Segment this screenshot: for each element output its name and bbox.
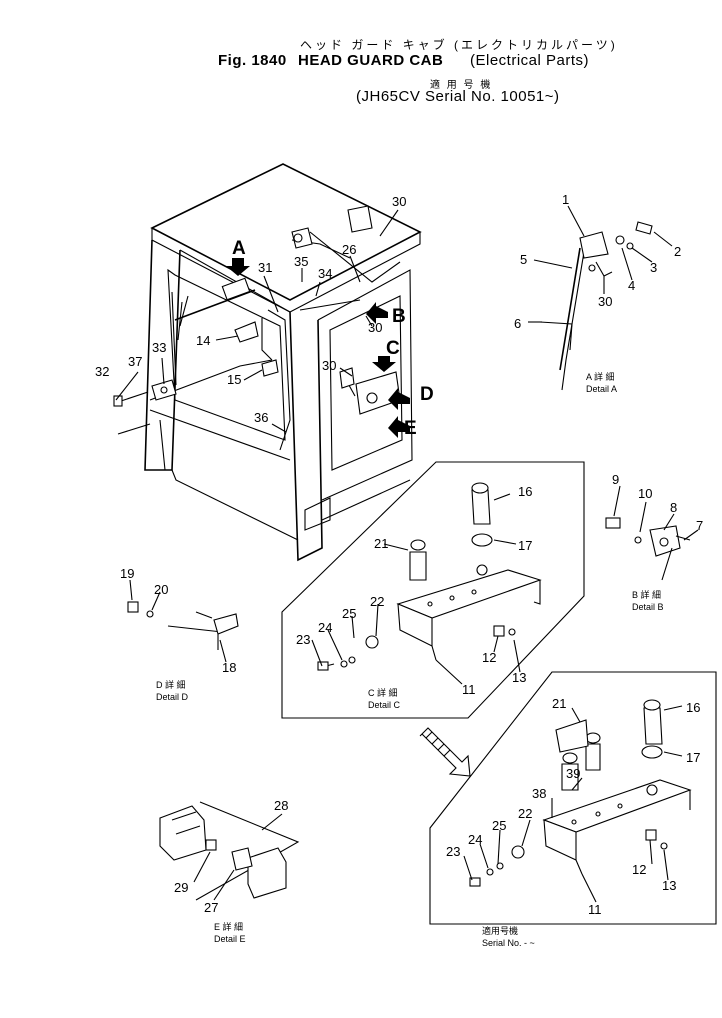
serial-callout-16: 16	[686, 700, 700, 715]
detail-b-callout-7: 7	[696, 518, 703, 533]
detail-c-callout-23: 23	[296, 632, 310, 647]
detail-c-callout-25: 25	[342, 606, 356, 621]
callout-26: 26	[342, 242, 356, 257]
detail-a-callout-1: 1	[562, 192, 569, 207]
detail-e-frame	[195, 801, 300, 901]
model-serial: (JH65CV Serial No. 10051~)	[356, 88, 560, 105]
bulb-15	[261, 359, 279, 377]
wiring-harness	[149, 231, 401, 451]
serial-callout-38: 38	[532, 786, 546, 801]
detail-a-callout-4: 4	[628, 278, 635, 293]
detail-e-callout-29: 29	[174, 880, 188, 895]
detail-c-frame	[281, 461, 585, 719]
serial-label: Serial No. - ~	[482, 938, 535, 948]
serial-callout-24: 24	[468, 832, 482, 847]
detail-letter-e: E	[404, 418, 417, 439]
callout-14: 14	[196, 333, 210, 348]
detail-c-callout-22: 22	[370, 594, 384, 609]
serial-detail-frame	[429, 671, 717, 925]
callout-34: 34	[318, 266, 332, 281]
serial-callout-12: 12	[632, 862, 646, 877]
detail-d-label: Detail D	[156, 692, 189, 702]
detail-b-label: Detail B	[632, 602, 664, 612]
detail-b-switch	[605, 485, 699, 581]
work-lamps	[291, 205, 373, 249]
callout-36: 32	[95, 364, 109, 379]
detail-letter-a: A	[232, 238, 246, 259]
detail-a-callout-2: 2	[674, 244, 681, 259]
figure-number: Fig. 1840	[218, 52, 287, 69]
detail-a-callout-6: 6	[514, 316, 521, 331]
striped-arrow	[419, 727, 471, 777]
serial-callout-25: 25	[492, 818, 506, 833]
detail-c-label: Detail C	[368, 700, 401, 710]
detail-d-callout-18: 18	[222, 660, 236, 675]
callout-35: 35	[294, 254, 308, 269]
detail-c-callout-21: 21	[374, 536, 388, 551]
serial-callout-22: 22	[518, 806, 532, 821]
detail-e-callout-27: 27	[204, 900, 218, 915]
detail-a-wiper	[528, 205, 673, 391]
detail-b-callout-8: 8	[670, 500, 677, 515]
callout-15: 15	[227, 372, 241, 387]
serial-callout-13: 13	[662, 878, 676, 893]
detail-letter-b: B	[392, 306, 406, 327]
detail-d-callout-19: 19	[120, 566, 134, 581]
serial-label-jp: 適用号機	[482, 925, 518, 936]
detail-c-callout-13: 13	[512, 670, 526, 685]
detail-e-label: Detail E	[214, 934, 246, 944]
detail-b-label-jp: B 詳 細	[632, 589, 661, 600]
serial-bracket	[463, 699, 692, 903]
page-subtitle: (Electrical Parts)	[470, 52, 590, 69]
detail-e-callout-28: 28	[274, 798, 288, 813]
serial-callout-17: 17	[686, 750, 700, 765]
detail-a-callout-5: 5	[520, 252, 527, 267]
detail-c-callout-17: 17	[518, 538, 532, 553]
switch-panel-main	[339, 367, 401, 415]
detail-c-bracket	[311, 482, 542, 685]
detail-arrows	[226, 258, 410, 438]
detail-b-callout-10: 10	[638, 486, 652, 501]
callout-30d: 36	[254, 410, 268, 425]
door-switch	[113, 379, 177, 407]
detail-a-callout-3: 3	[650, 260, 657, 275]
horn-14	[234, 321, 259, 343]
cab-body	[144, 163, 422, 562]
detail-a-label: Detail A	[586, 384, 617, 394]
front-wiper	[174, 277, 256, 341]
detail-d-switch	[127, 579, 239, 663]
detail-letter-c: C	[386, 338, 400, 359]
detail-a-label-jp: A 詳 細	[586, 371, 615, 382]
detail-c-callout-11: 11	[462, 682, 476, 697]
serial-callout-11: 11	[588, 902, 602, 917]
detail-c-callout-12: 12	[482, 650, 496, 665]
detail-e-parts	[159, 805, 287, 901]
serial-callout-23: 23	[446, 844, 460, 859]
page-title: HEAD GUARD CAB	[298, 52, 444, 69]
callout-30a: 30	[392, 194, 406, 209]
detail-a-callout-30: 30	[598, 294, 612, 309]
callout-30b: 30	[368, 320, 382, 335]
serial-callout-21: 21	[552, 696, 566, 711]
callout-30c: 30	[322, 358, 336, 373]
detail-d-label-jp: D 詳 細	[156, 679, 186, 690]
applicable-label-japanese: 適 用 号 機	[430, 80, 493, 91]
callout-32: 37	[128, 354, 142, 369]
main-leaders	[115, 209, 399, 435]
title-japanese: ヘッド ガード キャブ (エレクトリカルパーツ)	[300, 38, 618, 52]
serial-callout-39: 39	[566, 766, 580, 781]
detail-letter-d: D	[420, 384, 434, 405]
callout-37: 33	[152, 340, 166, 355]
detail-e-label-jp: E 詳 細	[214, 921, 243, 932]
detail-b-callout-9: 9	[612, 472, 619, 487]
detail-c-callout-16: 16	[518, 484, 532, 499]
callout-31: 31	[258, 260, 272, 275]
detail-d-callout-20: 20	[154, 582, 168, 597]
detail-c-callout-24: 24	[318, 620, 332, 635]
detail-c-label-jp: C 詳 細	[368, 687, 398, 698]
